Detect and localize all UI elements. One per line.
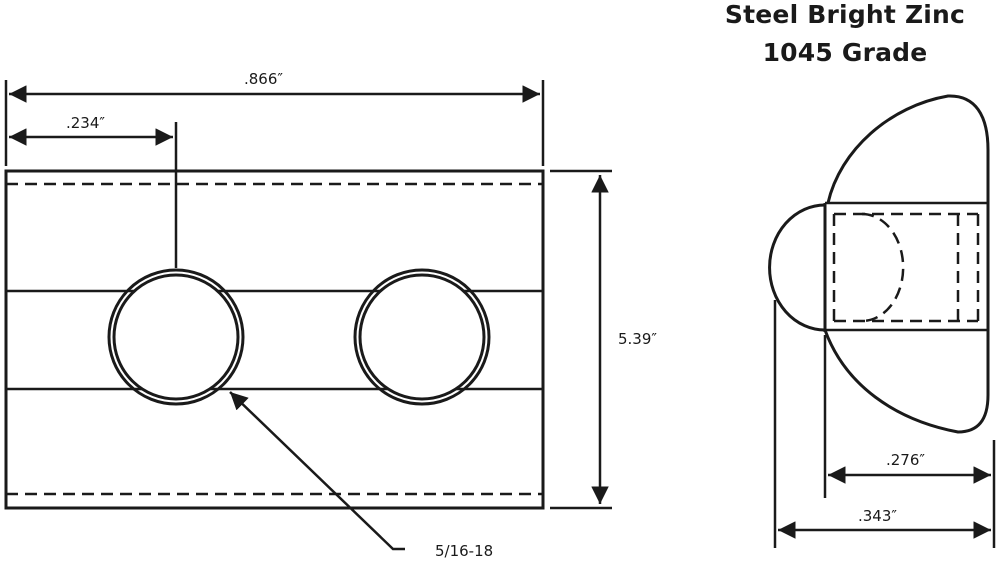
side-profile-outline [823,94,990,434]
material-title: Steel Bright Zinc [724,0,966,29]
overall-length-label: .866″ [244,70,284,88]
right-thread-hole [353,268,491,406]
height-label: 5.39″ [618,330,658,348]
side-view [768,94,990,434]
front-view [4,169,545,510]
side-small-dome [768,203,826,332]
side-dimensions [773,300,996,548]
grade-title: 1045 Grade [762,38,928,67]
front-dimensions [4,80,612,551]
inner-width-label: .276″ [886,451,926,469]
thread-leader [229,391,405,551]
thread-label: 5/16-18 [435,542,494,560]
left-thread-hole [107,268,245,406]
nut-body-outline [4,169,545,510]
outer-width-label: .343″ [858,507,898,525]
side-hidden-lines [832,212,980,323]
hole-offset-label: .234″ [66,114,106,132]
